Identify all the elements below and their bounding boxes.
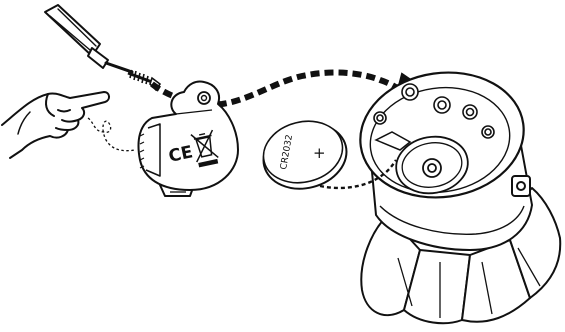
battery-compartment bbox=[374, 131, 469, 195]
ce-mark: CE bbox=[167, 142, 195, 167]
housing-top-plate-inner bbox=[369, 86, 511, 194]
coin-battery: CR2032 + bbox=[262, 120, 348, 190]
screw-to-housing-dashed-line bbox=[150, 69, 407, 108]
hand-icon bbox=[1, 91, 110, 159]
housing-screw-holes bbox=[373, 83, 495, 139]
screwdriver-icon bbox=[44, 4, 134, 74]
battery-to-compartment-dashed-line bbox=[319, 159, 397, 190]
hand-to-cover-dashed-line bbox=[87, 117, 136, 152]
battery-cover bbox=[137, 80, 239, 197]
cover-screw-hole-inner bbox=[200, 94, 208, 102]
weee-bin-icon bbox=[190, 129, 219, 168]
battery-polarity-label: + bbox=[313, 144, 326, 162]
